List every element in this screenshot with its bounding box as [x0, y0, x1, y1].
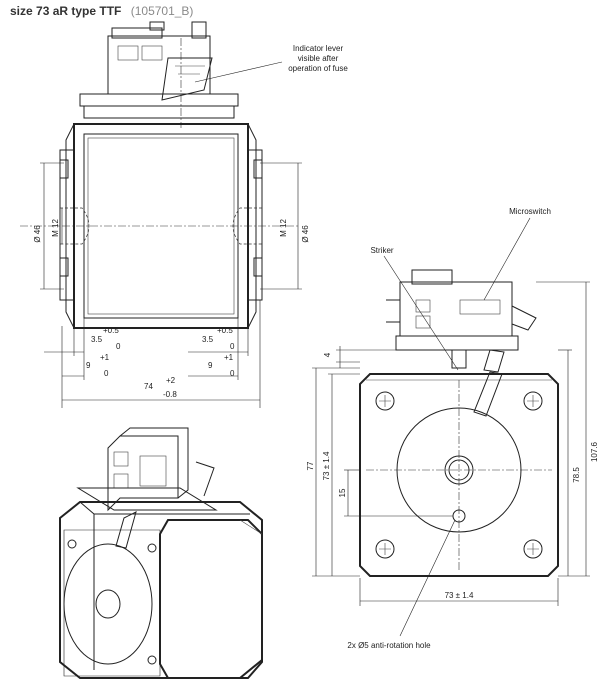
dim-73-horizontal: 73 ± 1.4 — [445, 591, 474, 600]
antirotation-hole-label: 2x Ø5 anti-rotation hole — [347, 641, 431, 650]
dim-77: 77 — [306, 461, 315, 470]
overall-nominal: 74 — [144, 382, 153, 391]
front-right-thread: M 12 — [279, 219, 288, 237]
striker-label: Striker — [370, 246, 393, 255]
side-view-dimensions — [312, 281, 590, 606]
left2-tol-upper: +1 — [100, 353, 110, 362]
iso-body — [59, 501, 263, 679]
microswitch-label: Microswitch — [509, 207, 551, 216]
right2-tol-upper: +1 — [224, 353, 234, 362]
drawing-code: (105701_B) — [130, 4, 194, 18]
corner-screws — [375, 391, 543, 559]
left-nominal: 3.5 — [91, 335, 103, 344]
front-left-thread: M 12 — [51, 219, 60, 237]
left-tol-upper: +0.5 — [103, 326, 119, 335]
dim-73-vertical: 73 ± 1.4 — [322, 451, 331, 480]
indicator-lever-callout: Indicator lever visible after operation … — [194, 44, 348, 83]
front-right-diameter: Ø 46 — [301, 225, 310, 243]
drawing-title: size 73 aR type TTF (105701_B) — [10, 4, 193, 18]
left-tol-lower: 0 — [116, 342, 121, 351]
fuse-size-type: size 73 aR type TTF — [10, 4, 122, 18]
microswitch-callout — [483, 217, 531, 301]
front-view-dimensions — [40, 162, 302, 408]
dim-78-5: 78.5 — [572, 467, 581, 483]
right2-tol-lower: 0 — [230, 369, 235, 378]
dim-4: 4 — [323, 352, 332, 357]
overall-tol-upper: +2 — [166, 376, 176, 385]
isometric-view — [59, 427, 263, 679]
overall-tol-lower: -0.8 — [163, 390, 177, 399]
right-tol-upper: +0.5 — [217, 326, 233, 335]
side-fuse-plate — [359, 371, 559, 577]
indicator-label-line3: operation of fuse — [288, 64, 348, 73]
side-view: 4 77 73 ± 1.4 15 78.5 107.6 73 ± 1.4 Mic… — [306, 207, 599, 650]
right2-nominal: 9 — [208, 361, 213, 370]
dim-107-6: 107.6 — [590, 441, 599, 462]
front-microswitch-block — [79, 21, 239, 128]
side-microswitch-block — [386, 269, 537, 373]
indicator-label-line1: Indicator lever — [293, 44, 344, 53]
striker-callout — [383, 255, 459, 371]
front-fuse-body — [20, 123, 300, 329]
antirotation-callout — [399, 519, 456, 637]
left2-tol-lower: 0 — [104, 369, 109, 378]
left2-nominal: 9 — [86, 361, 91, 370]
front-left-diameter: Ø 46 — [33, 225, 42, 243]
indicator-label-line2: visible after — [298, 54, 339, 63]
right-nominal: 3.5 — [202, 335, 214, 344]
dim-15: 15 — [338, 488, 347, 497]
front-view: Ø 46 M 12 M 12 Ø 46 +0.5 3.5 0 +0.5 3.5 … — [20, 21, 310, 408]
iso-microswitch — [76, 427, 218, 512]
right-tol-lower: 0 — [230, 342, 235, 351]
